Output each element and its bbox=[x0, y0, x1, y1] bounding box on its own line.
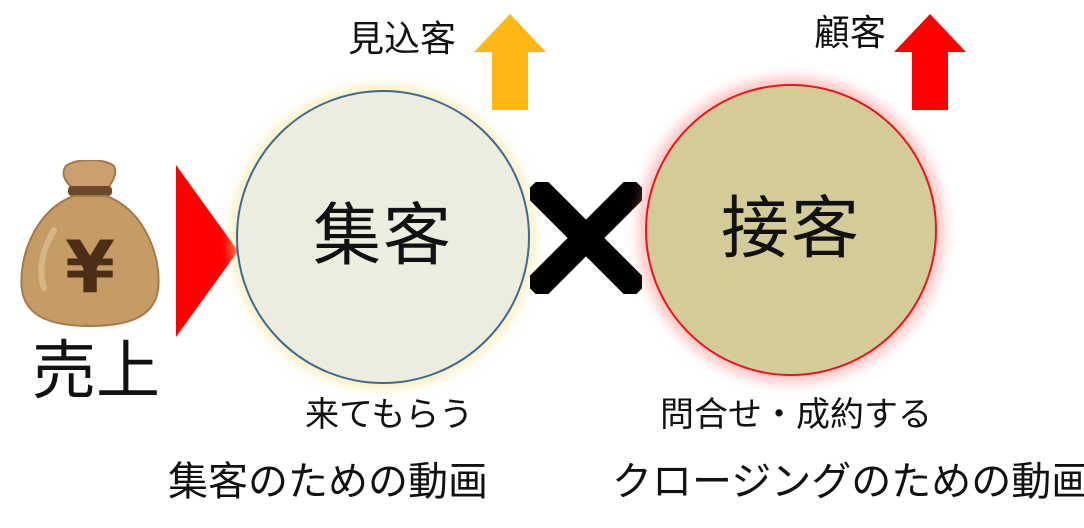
attract-circle: 集客 bbox=[236, 90, 530, 384]
up-arrow-red-shape bbox=[894, 14, 966, 110]
money-bag-icon: ¥ bbox=[20, 160, 160, 328]
money-bag-neck bbox=[62, 160, 117, 189]
up-arrow-orange-icon bbox=[474, 14, 546, 110]
cross-icon bbox=[530, 182, 642, 294]
service-circle: 接客 bbox=[645, 84, 937, 376]
flow-arrow-shape bbox=[176, 165, 238, 337]
customer-label: 顧客 bbox=[814, 13, 887, 54]
sales-label: 売上 bbox=[32, 335, 160, 409]
service-circle-label: 接客 bbox=[720, 190, 861, 269]
attract-caption: 来てもらう bbox=[305, 395, 474, 435]
attract-video-label: 集客のための動画 bbox=[168, 459, 488, 505]
attract-circle-label: 集客 bbox=[312, 197, 453, 276]
service-caption: 問合せ・成約する bbox=[660, 395, 932, 435]
flow-arrow-icon bbox=[176, 165, 238, 337]
up-arrow-red-icon bbox=[894, 14, 966, 110]
cross-stroke-2 bbox=[530, 182, 642, 294]
money-bag-tie bbox=[68, 186, 112, 196]
up-arrow-orange-shape bbox=[474, 14, 546, 110]
prospect-label: 見込客 bbox=[348, 19, 457, 60]
service-video-label: クロージングのための動画 bbox=[612, 459, 1084, 505]
yen-symbol: ¥ bbox=[65, 225, 115, 309]
money-bag-highlight bbox=[38, 227, 57, 291]
